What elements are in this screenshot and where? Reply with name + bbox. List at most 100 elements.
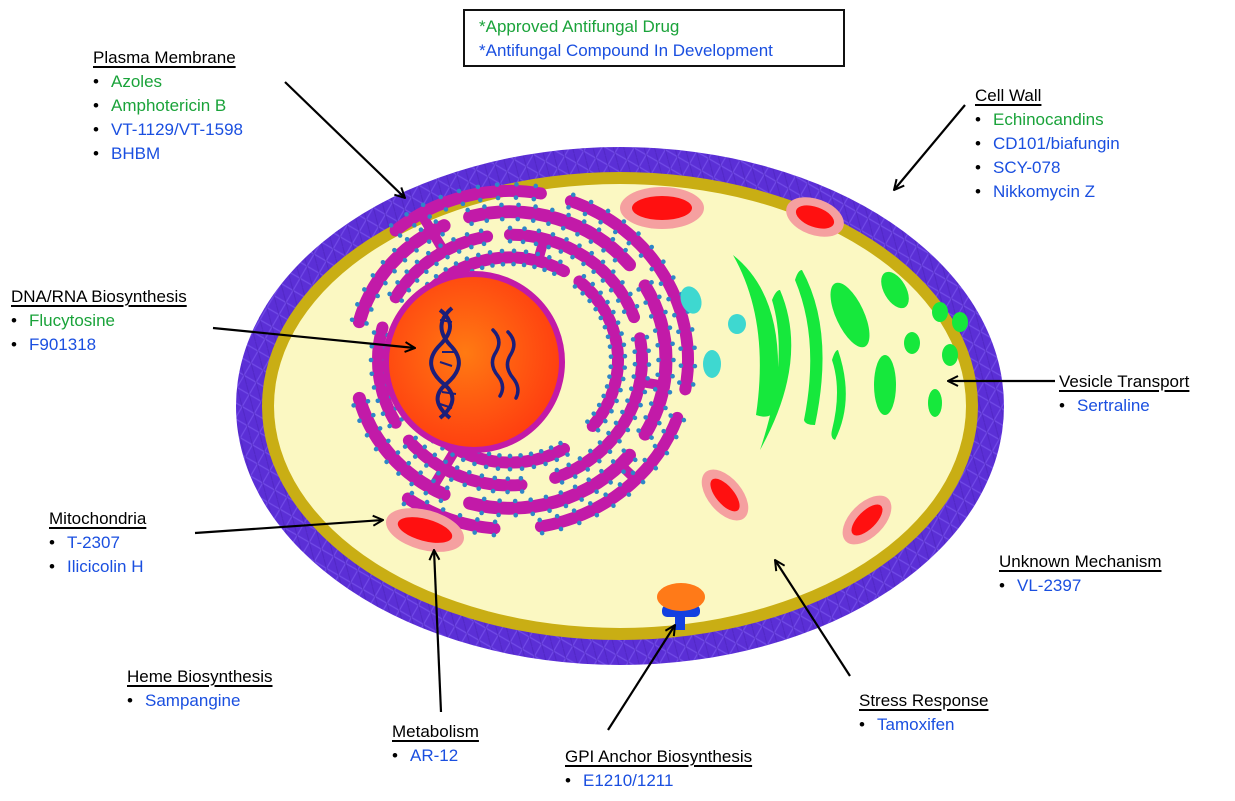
ribosome bbox=[530, 511, 536, 517]
ribosome bbox=[603, 492, 608, 497]
ribosome bbox=[605, 334, 611, 340]
ribosome bbox=[611, 309, 616, 315]
ribosome bbox=[375, 398, 381, 404]
ribosome bbox=[563, 503, 569, 509]
ribosome bbox=[469, 221, 474, 227]
ribosome bbox=[656, 357, 661, 363]
ribosome bbox=[414, 248, 419, 253]
ribosome bbox=[432, 452, 438, 458]
drug-item: •Nikkomycin Z bbox=[975, 182, 1096, 201]
ribosome bbox=[570, 254, 575, 260]
ribosome bbox=[676, 329, 681, 335]
ribosome bbox=[380, 411, 386, 417]
ribosome bbox=[649, 280, 654, 285]
ribosome bbox=[457, 513, 463, 518]
er-cisterna bbox=[372, 321, 402, 429]
ribosome bbox=[547, 255, 552, 260]
ribosome bbox=[615, 320, 621, 325]
ribosome bbox=[499, 216, 505, 222]
ribosome bbox=[395, 450, 401, 455]
ribosome bbox=[427, 214, 433, 219]
ribosome bbox=[507, 238, 513, 244]
ribosome bbox=[565, 452, 570, 457]
ribosome bbox=[594, 512, 600, 518]
ribosome bbox=[672, 312, 677, 318]
ribosome bbox=[464, 256, 470, 262]
ribosome bbox=[586, 477, 591, 482]
ribosome bbox=[608, 287, 614, 293]
ribosome bbox=[621, 309, 627, 315]
ribosome bbox=[543, 494, 549, 500]
ribosome bbox=[621, 448, 627, 453]
ribosome bbox=[612, 229, 618, 235]
ribosome bbox=[519, 466, 525, 471]
label-title: Cell Wall bbox=[975, 86, 1042, 105]
ribosome bbox=[558, 440, 563, 446]
ribosome bbox=[570, 192, 576, 198]
ribosome bbox=[388, 223, 394, 228]
legend-box: *Approved Antifungal Drug *Antifungal Co… bbox=[463, 9, 845, 67]
ribosome bbox=[445, 254, 450, 260]
ribosome bbox=[490, 488, 496, 494]
ribosome bbox=[364, 433, 370, 438]
ribosome bbox=[581, 274, 587, 279]
ribosome bbox=[357, 418, 362, 423]
ribosome bbox=[481, 241, 487, 247]
ribosome bbox=[537, 517, 542, 523]
ribosome bbox=[362, 287, 367, 292]
ribosome bbox=[433, 219, 439, 224]
ribosome bbox=[528, 497, 533, 503]
ribosome bbox=[664, 450, 670, 456]
ribosome bbox=[625, 427, 631, 433]
ribosome bbox=[622, 353, 628, 359]
ribosome bbox=[371, 330, 377, 335]
ribosome bbox=[585, 467, 591, 472]
ribosome bbox=[369, 371, 375, 377]
ribosome bbox=[395, 280, 400, 285]
ribosome bbox=[418, 470, 423, 475]
label-title: Mitochondria bbox=[49, 509, 147, 528]
drug-list: •AR-12 bbox=[392, 744, 479, 768]
ribosome bbox=[481, 496, 487, 502]
ribosome bbox=[610, 236, 616, 242]
drug-item: •Amphotericin B bbox=[93, 96, 227, 115]
label-unknown-mechanism: Unknown Mechanism •VL-2397 bbox=[999, 550, 1162, 598]
ribosome bbox=[607, 344, 613, 349]
label-title: Plasma Membrane bbox=[93, 48, 236, 67]
drug-item: •Echinocandins bbox=[975, 110, 1104, 129]
ribosome bbox=[678, 363, 684, 368]
ribosome bbox=[528, 451, 534, 457]
mitochondria bbox=[386, 187, 892, 552]
ribosome bbox=[454, 465, 460, 470]
ribosome bbox=[681, 417, 687, 423]
ribosome bbox=[581, 261, 586, 267]
ribosome bbox=[596, 402, 602, 408]
ribosome bbox=[572, 284, 578, 289]
ribosome bbox=[377, 426, 383, 431]
ribosome bbox=[387, 423, 392, 429]
ribosome bbox=[649, 435, 654, 440]
ribosome bbox=[456, 188, 462, 194]
ribosome bbox=[469, 244, 474, 250]
ribosome bbox=[602, 324, 608, 330]
ribosome bbox=[560, 225, 566, 231]
ribosome bbox=[460, 457, 466, 463]
ribosome bbox=[414, 278, 420, 283]
ribosome bbox=[666, 296, 671, 302]
ribosome bbox=[373, 446, 379, 452]
ribosome bbox=[497, 453, 502, 458]
ribosome bbox=[409, 481, 414, 487]
ribosome bbox=[483, 464, 489, 470]
ribosome bbox=[423, 490, 429, 496]
ribosome bbox=[626, 240, 632, 246]
ribosome bbox=[670, 341, 675, 347]
label-title: Vesicle Transport bbox=[1059, 372, 1190, 391]
ribosome bbox=[494, 182, 500, 187]
ribosome bbox=[401, 501, 407, 507]
ribosome bbox=[505, 489, 510, 495]
ribosome bbox=[386, 438, 391, 444]
ribosome bbox=[632, 349, 637, 355]
ribosome bbox=[643, 415, 648, 420]
ribosome bbox=[406, 460, 412, 466]
